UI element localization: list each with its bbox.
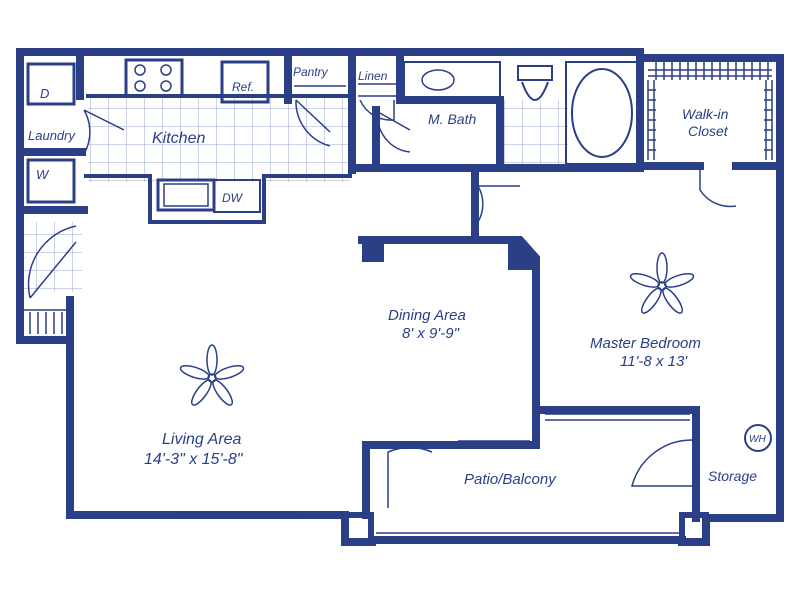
refrigerator-label: Ref. (232, 80, 254, 94)
room-labels: D Laundry W Kitchen Ref. Pantry Linen M.… (28, 65, 766, 488)
master-bedroom-dimensions: 11'-8 x 13' (620, 353, 688, 370)
sink-icon (156, 178, 216, 212)
ceiling-fan-icon (179, 344, 245, 406)
bathtub-icon (565, 61, 639, 165)
master-bath-label: M. Bath (428, 111, 476, 127)
master-bedroom-label: Master Bedroom (590, 335, 701, 352)
living-dimensions: 14'-3" x 15'-8" (144, 451, 244, 468)
walk-in-closet-label-2: Closet (688, 123, 729, 139)
entry-closet-shelving (24, 309, 66, 334)
closet-shelving (647, 62, 773, 160)
patio-label: Patio/Balcony (464, 471, 557, 488)
pantry-label: Pantry (293, 65, 329, 79)
stove-icon (124, 58, 184, 98)
ceiling-fan-icon (629, 252, 695, 314)
door-swing-icon (27, 99, 737, 508)
linen-label: Linen (358, 69, 388, 83)
dining-area-label: Dining Area (388, 307, 466, 324)
exterior-walls (16, 48, 784, 546)
laundry-label: Laundry (28, 128, 76, 143)
kitchen-tile-floor (20, 98, 568, 292)
dishwasher-label: DW (222, 191, 244, 205)
fixtures (24, 58, 773, 452)
storage-label: Storage (708, 468, 757, 484)
dryer-label: D (40, 86, 49, 101)
dining-dimensions: 8' x 9'-9" (402, 325, 460, 342)
washer-label: W (36, 167, 50, 182)
living-area-label: Living Area (162, 431, 242, 448)
walk-in-closet-label-1: Walk-in (682, 106, 729, 122)
toilet-icon (517, 65, 553, 101)
water-heater-label: WH (749, 434, 766, 445)
kitchen-label: Kitchen (152, 130, 205, 147)
